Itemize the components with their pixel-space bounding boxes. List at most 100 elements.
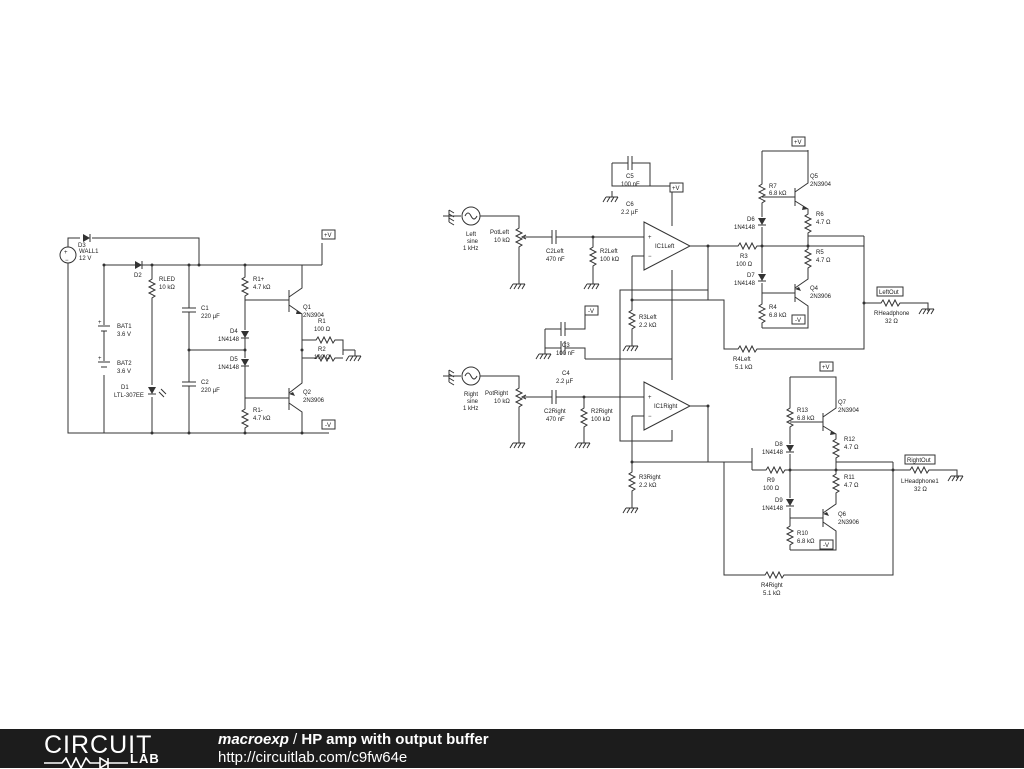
svg-text:LeftOut: LeftOut	[879, 290, 899, 296]
vminus-tag-c3	[584, 305, 599, 316]
footer-bar: CIRCUIT LAB macroexp / HP amp with outpu…	[0, 729, 1024, 769]
svg-text:2.2 µF: 2.2 µF	[621, 210, 638, 216]
label-wall1-value: 12 V	[79, 256, 91, 262]
right-channel-section: Right sine 1 kHz PotRight 10 kΩ C2Right …	[442, 289, 964, 597]
label-bat1-value: 3.6 V	[117, 332, 131, 338]
pot-left	[515, 223, 523, 252]
label-c2: C2	[201, 380, 209, 386]
diode-d8	[785, 444, 795, 453]
svg-text:Q6: Q6	[838, 512, 847, 518]
resistor-r4right	[760, 571, 789, 579]
resistor-r5	[804, 244, 812, 273]
svg-text:-V: -V	[795, 318, 801, 324]
svg-text:C3: C3	[562, 343, 570, 349]
svg-text:+: +	[64, 250, 68, 256]
svg-text:-V: -V	[588, 309, 594, 315]
diode-d7	[757, 273, 767, 282]
svg-text:100 Ω: 100 Ω	[736, 262, 753, 268]
circuitlab-logo-lab: LAB	[130, 751, 160, 766]
svg-text:R2Left: R2Left	[600, 249, 618, 255]
vplus-tag-q5	[791, 136, 806, 147]
label-c1: C1	[201, 306, 209, 312]
label-q1: Q1	[303, 305, 312, 311]
svg-text:−: −	[648, 254, 652, 260]
svg-text:2.2 µF: 2.2 µF	[556, 379, 573, 385]
label-d1: D1	[121, 385, 129, 391]
svg-text:D6: D6	[747, 217, 755, 223]
svg-text:-V: -V	[823, 543, 829, 549]
label-d5-value: 1N4148	[218, 365, 240, 371]
svg-text:5.1 kΩ: 5.1 kΩ	[735, 365, 753, 371]
diode-d5	[240, 358, 250, 367]
transistor-q4	[794, 272, 809, 318]
label-d3: D3	[78, 243, 86, 249]
resistor-r2left	[589, 242, 597, 271]
transistor-q6	[822, 497, 837, 544]
transistor-q5	[794, 150, 809, 210]
label-wall1: WALL1	[79, 249, 99, 255]
wall1-source: + − WALL1 12 V	[59, 246, 99, 264]
svg-text:C2Left: C2Left	[546, 249, 564, 255]
svg-text:+: +	[648, 395, 652, 401]
svg-text:PotLeft: PotLeft	[490, 230, 509, 236]
resistor-r4	[758, 299, 766, 328]
resistor-r3left	[628, 305, 636, 334]
resistor-r10	[786, 521, 794, 550]
svg-text:2N3906: 2N3906	[838, 520, 860, 526]
svg-text:R3: R3	[740, 254, 748, 260]
svg-text:R13: R13	[797, 408, 809, 414]
svg-text:IC1Left: IC1Left	[655, 244, 675, 250]
svg-text:+: +	[98, 356, 102, 362]
svg-text:R4: R4	[769, 305, 777, 311]
svg-text:−: −	[648, 414, 652, 420]
label-d4-value: 1N4148	[218, 337, 240, 343]
svg-text:100 Ω: 100 Ω	[763, 486, 780, 492]
svg-text:R10: R10	[797, 531, 809, 537]
svg-text:R12: R12	[844, 437, 856, 443]
resistor-r9	[761, 466, 790, 474]
resistor-r4left	[733, 345, 762, 353]
svg-text:32 Ω: 32 Ω	[885, 319, 898, 325]
circuitlab-logo: CIRCUIT	[44, 731, 153, 759]
svg-text:D8: D8	[775, 442, 783, 448]
label-bat2: BAT2	[117, 361, 132, 367]
resistor-r13	[786, 403, 794, 432]
svg-text:Q7: Q7	[838, 400, 847, 406]
svg-text:1 kHz: 1 kHz	[463, 406, 478, 412]
project-url[interactable]: http://circuitlab.com/c9fw64e	[218, 749, 408, 766]
svg-text:−: −	[65, 258, 69, 264]
rightout-tag	[904, 454, 936, 465]
schematic-canvas: + − WALL1 12 V D3 D2 + BAT1 3.6 V +	[59, 136, 964, 597]
svg-text:32 Ω: 32 Ω	[914, 487, 927, 493]
resistor-r11	[832, 469, 840, 498]
svg-text:2N3906: 2N3906	[810, 294, 832, 300]
svg-text:100 kΩ: 100 kΩ	[591, 417, 611, 423]
svg-text:R5: R5	[816, 250, 824, 256]
svg-text:100 nF: 100 nF	[621, 182, 640, 188]
author-link[interactable]: macroexp	[218, 731, 289, 748]
pot-right	[515, 383, 523, 412]
svg-text:6.8 kΩ: 6.8 kΩ	[797, 539, 815, 545]
svg-text:C4: C4	[562, 371, 570, 377]
svg-text:+V: +V	[794, 140, 802, 146]
svg-text:Left: Left	[466, 232, 476, 238]
svg-text:470 nF: 470 nF	[546, 417, 565, 423]
svg-text:C5: C5	[626, 174, 634, 180]
label-d5: D5	[230, 357, 238, 363]
svg-text:RightOut: RightOut	[907, 458, 931, 464]
capacitor-c2right	[551, 389, 557, 405]
svg-text:Q5: Q5	[810, 174, 819, 180]
label-q2-value: 2N3906	[303, 398, 325, 404]
ground-supply	[345, 349, 362, 362]
opamp-ic1left	[643, 221, 692, 271]
resistor-r1-minus	[241, 404, 249, 433]
svg-text:2N3904: 2N3904	[838, 408, 860, 414]
svg-text:sine: sine	[467, 239, 479, 245]
vminus-tag-supply	[321, 419, 336, 430]
svg-text:R11: R11	[844, 475, 855, 481]
label-c1-value: 220 µF	[201, 314, 220, 320]
label-d1-value: LTL-307EE	[114, 393, 144, 399]
svg-text:+V: +V	[324, 233, 332, 239]
svg-text:470 nF: 470 nF	[546, 257, 565, 263]
svg-text:+: +	[98, 320, 102, 326]
